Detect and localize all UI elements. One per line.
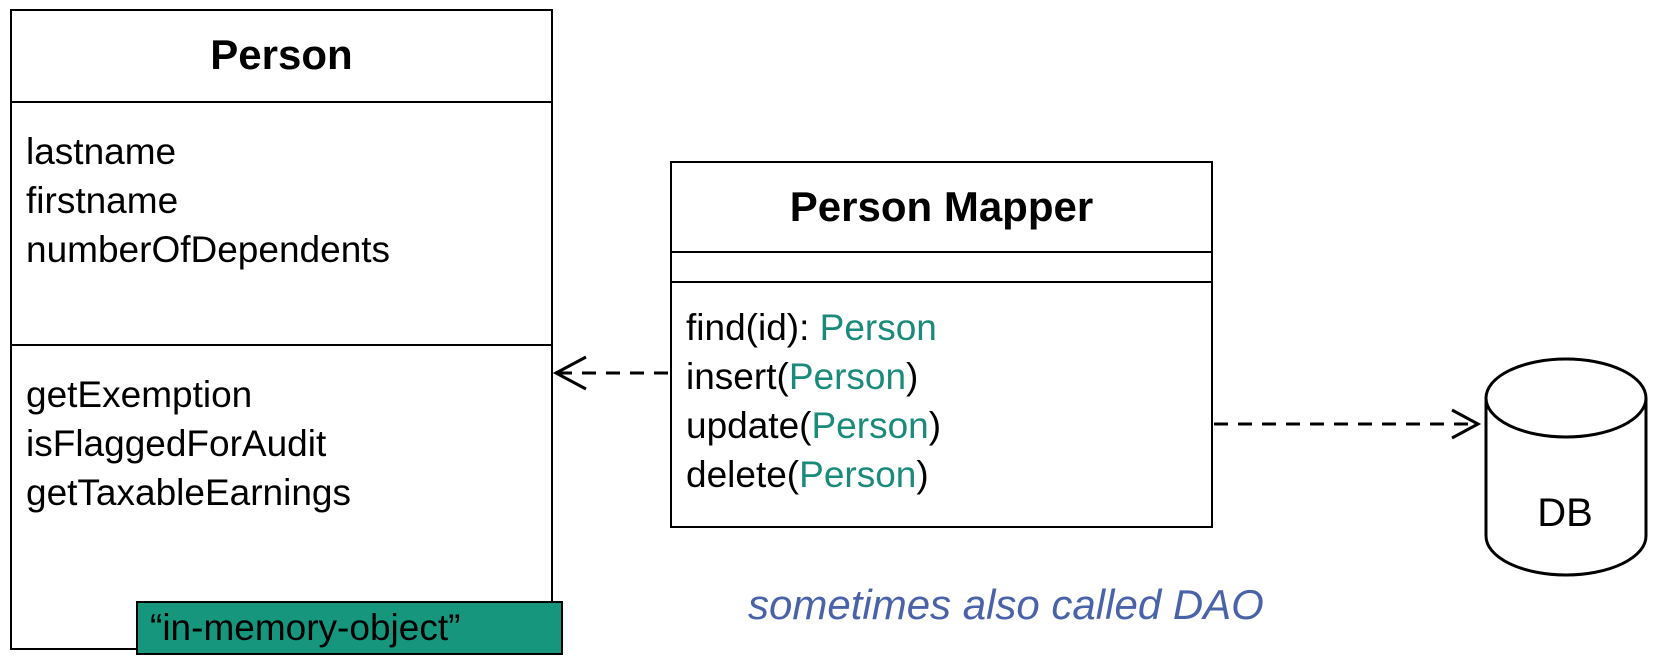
mapper-attributes-divider <box>672 281 1211 283</box>
in-memory-object-note: “in-memory-object” <box>136 601 563 655</box>
type-reference: Person <box>811 405 929 446</box>
person-class-title: Person <box>210 31 353 78</box>
mapper-method-delete: delete(Person) <box>686 454 929 495</box>
mapper-methods: find(id): Person insert(Person) update(P… <box>686 303 941 499</box>
type-reference: Person <box>799 454 917 495</box>
mapper-method-find: find(id): Person <box>686 307 937 348</box>
attribute-item: lastname <box>26 131 177 172</box>
attribute-item: firstname <box>26 180 179 221</box>
mapper-method-insert: insert(Person) <box>686 356 919 397</box>
mapper-method-update: update(Person) <box>686 405 942 446</box>
person-title-divider <box>12 101 551 103</box>
db-label: DB <box>1537 491 1593 535</box>
person-mapper-class-title: Person Mapper <box>789 183 1094 230</box>
type-reference: Person <box>788 356 907 397</box>
method-item: isFlaggedForAudit <box>26 423 327 464</box>
person-class-box: Person lastname firstname numberOfDepend… <box>10 9 553 650</box>
dao-caption: sometimes also called DAO <box>748 581 1264 628</box>
method-item: getTaxableEarnings <box>26 472 351 513</box>
person-attributes: lastname firstname numberOfDependents <box>26 127 390 274</box>
person-mapper-class-box: Person Mapper find(id): Person insert(Pe… <box>670 161 1213 528</box>
person-attributes-divider <box>12 344 551 346</box>
dependency-arrowhead-db <box>1451 408 1482 440</box>
type-reference: Person <box>819 307 937 348</box>
person-methods: getExemption isFlaggedForAudit getTaxabl… <box>26 370 351 517</box>
mapper-title-divider <box>672 251 1211 253</box>
dependency-arrowhead-person <box>552 355 587 391</box>
db-cylinder-icon <box>1484 357 1648 577</box>
method-item: getExemption <box>26 374 253 415</box>
attribute-item: numberOfDependents <box>26 229 391 270</box>
